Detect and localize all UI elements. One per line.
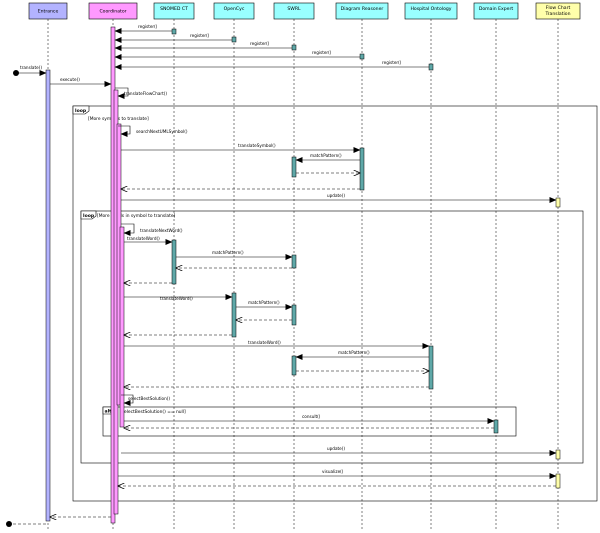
fragment-inner-loop: loop [More words in symbol to translate] bbox=[80, 210, 584, 464]
activation-snomed-register bbox=[171, 28, 177, 35]
activation-ontology-word bbox=[428, 345, 434, 390]
fragment-inner-loop-guard: [More words in symbol to translate] bbox=[97, 213, 176, 219]
message-label-consult: consult() bbox=[302, 414, 321, 419]
participant-snomed[interactable]: SNOMED CT bbox=[153, 2, 195, 20]
activation-ontology-register bbox=[428, 63, 434, 71]
fragment-outer-loop-frame bbox=[72, 105, 598, 502]
message-label-register-swrl: register() bbox=[250, 41, 270, 46]
message-label-translate-word-snomed: translateWord() bbox=[127, 236, 160, 241]
activation-flowchart-visualize bbox=[555, 473, 561, 489]
fragment-inner-loop-frame bbox=[80, 210, 584, 464]
message-label-visualize: visualize() bbox=[322, 469, 344, 474]
message-label-match-pattern-4: matchPattern() bbox=[338, 350, 370, 355]
message-select-best-solution bbox=[121, 394, 134, 406]
participant-label-reasoner: Diagram Reasoner bbox=[341, 6, 384, 12]
lost-message-end bbox=[6, 521, 12, 527]
activation-opencyc-word bbox=[231, 292, 237, 338]
participant-coordinator[interactable]: Coordinator bbox=[88, 2, 138, 20]
activation-opencyc-register bbox=[231, 36, 237, 43]
fragment-alt-keyword: alt bbox=[105, 409, 113, 415]
fragment-inner-loop-keyword: loop bbox=[83, 213, 95, 219]
participant-flowchart[interactable]: Flow Chart Translation bbox=[535, 2, 581, 20]
message-label-match-pattern-1: matchPattern() bbox=[310, 153, 342, 158]
participant-label-opencyc: OpenCyc bbox=[224, 6, 245, 12]
participant-label-snomed: SNOMED CT bbox=[160, 6, 188, 12]
participant-label-ontology: Hospital Ontology bbox=[410, 6, 451, 12]
activation-swrl-4 bbox=[291, 355, 297, 376]
participant-opencyc[interactable]: OpenCyc bbox=[213, 2, 255, 20]
activation-snomed-word bbox=[171, 239, 177, 285]
participant-expert[interactable]: Domain Expert bbox=[473, 2, 519, 20]
message-label-translate-symbol: translateSymbol() bbox=[238, 143, 276, 148]
message-label-select-best-solution: selectBestSolution() bbox=[128, 396, 170, 401]
activation-swrl-register bbox=[291, 44, 297, 51]
activation-expert-consult bbox=[493, 419, 499, 434]
register-messages bbox=[114, 28, 429, 70]
fragment-alt-guard: [selectBestSolution() == null] bbox=[120, 409, 186, 415]
activation-entrance bbox=[45, 69, 51, 522]
message-label-translate-next-word: translateNextWord() bbox=[140, 228, 183, 233]
message-label-register-ontology: register() bbox=[382, 60, 402, 65]
fragment-outer-loop-guard: [More symbols to translate] bbox=[88, 116, 149, 122]
fragment-inner-loop-tab bbox=[80, 210, 97, 220]
message-label-update-2: update() bbox=[327, 446, 345, 451]
participant-entrance[interactable]: Entrance bbox=[28, 2, 68, 20]
message-label-execute: execute() bbox=[60, 77, 80, 82]
activation-coordinator-word bbox=[119, 226, 125, 428]
participant-ontology[interactable]: Hospital Ontology bbox=[404, 2, 458, 20]
activation-flowchart-update-2 bbox=[555, 449, 561, 460]
fragment-outer-loop: loop [More symbols to translate] bbox=[72, 105, 598, 502]
message-translate-flowchart bbox=[115, 87, 129, 99]
activation-reasoner-register bbox=[359, 53, 365, 60]
message-label-match-pattern-3: matchPattern() bbox=[248, 300, 280, 305]
fragment-outer-loop-tab bbox=[72, 105, 90, 115]
activation-bars bbox=[45, 26, 561, 524]
fragment-alt: alt [selectBestSolution() == null] bbox=[102, 406, 517, 437]
message-label-match-pattern-2: matchPattern() bbox=[212, 250, 244, 255]
activation-swrl-3 bbox=[291, 304, 297, 326]
participant-label-swrl: SWRL bbox=[287, 6, 301, 12]
message-translate-next-word bbox=[121, 223, 135, 236]
participant-label-flowchart-line1: Flow Chart bbox=[546, 5, 571, 11]
message-label-translate-word-opencyc: translateWord() bbox=[160, 296, 193, 301]
message-label-register-snomed: register() bbox=[138, 24, 158, 29]
participant-reasoner[interactable]: Diagram Reasoner bbox=[335, 2, 389, 20]
participant-swrl[interactable]: SWRL bbox=[273, 2, 315, 20]
message-search-next-uml-symbol bbox=[118, 125, 131, 137]
fragment-alt-frame bbox=[102, 406, 517, 437]
message-label-register-opencyc: register() bbox=[190, 33, 210, 38]
message-label-register-reasoner: register() bbox=[312, 50, 332, 55]
participant-label-expert: Domain Expert bbox=[479, 6, 514, 12]
message-label-translate-word-ontology: translateWord() bbox=[248, 340, 281, 345]
participant-label-flowchart-line2: Translation bbox=[544, 11, 570, 17]
message-label-translate-flowchart: translateFlowChart() bbox=[124, 91, 167, 96]
participant-label-coordinator: Coordinator bbox=[99, 9, 126, 15]
activation-flowchart-update-1 bbox=[555, 197, 561, 208]
activation-reasoner-symbol bbox=[359, 147, 365, 191]
participant-label-entrance: Entrance bbox=[38, 9, 59, 15]
message-label-translate: translate() bbox=[20, 65, 42, 70]
message-label-search-next-uml-symbol: searchNextUMLSymbol() bbox=[136, 129, 188, 134]
activation-swrl-2 bbox=[291, 254, 297, 269]
fragment-outer-loop-keyword: loop bbox=[75, 108, 87, 114]
message-label-update-1: update() bbox=[327, 193, 345, 198]
activation-swrl-1 bbox=[291, 156, 297, 178]
